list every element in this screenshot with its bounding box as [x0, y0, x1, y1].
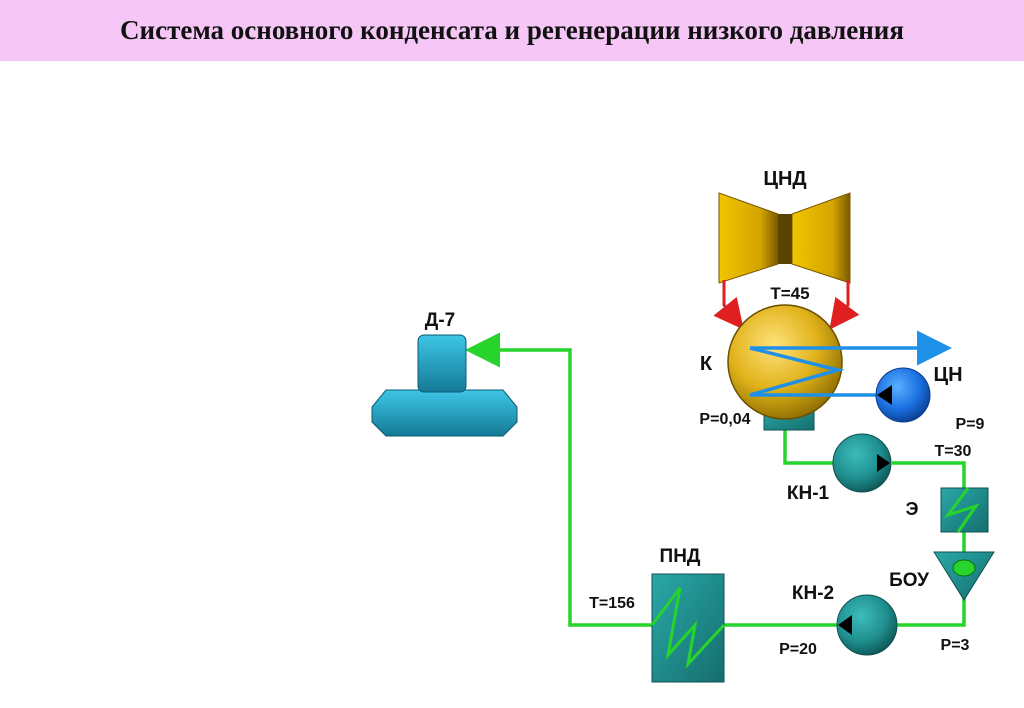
- cooling-water-coil: [749, 330, 952, 397]
- circulation-pump-label: ЦН: [933, 364, 962, 386]
- condensate-pump-1-label: КН-1: [787, 483, 830, 504]
- lp-heater-label: ПНД: [660, 546, 701, 567]
- condensate-pipeline: [465, 332, 966, 627]
- lp-cylinder-label: ЦНД: [763, 168, 806, 190]
- bou-pressure: Р=3: [941, 637, 970, 654]
- steam-lines: [713, 280, 860, 330]
- condenser-icon: [727, 304, 843, 431]
- bou-label: БОУ: [889, 570, 929, 591]
- condensate-pump-2-icon: [836, 594, 898, 656]
- ejector-inlet-temp: Т=30: [935, 443, 972, 460]
- condenser-label: К: [700, 353, 713, 375]
- title-bar: Система основного конденсата и регенерац…: [0, 0, 1024, 61]
- lp-heater-temp: Т=156: [589, 595, 635, 612]
- circulation-pump-icon: [875, 367, 931, 423]
- ejector-icon: [940, 487, 989, 533]
- condenser-temp: Т=45: [770, 284, 809, 303]
- deaerator-label: Д-7: [425, 310, 455, 331]
- condensate-pump-2-pressure: Р=20: [779, 641, 817, 658]
- condensate-pump-1-icon: [832, 433, 892, 493]
- page-title: Система основного конденсата и регенерац…: [120, 15, 904, 45]
- deaerator-icon: [371, 334, 518, 437]
- condensate-pump-2-label: КН-2: [792, 583, 834, 604]
- lp-heater-icon: [650, 573, 726, 683]
- turbine-icon: [718, 192, 851, 284]
- condenser-pressure: Р=0,04: [699, 411, 750, 428]
- circulation-pressure: Р=9: [956, 416, 985, 433]
- ejector-label: Э: [906, 499, 919, 519]
- bou-filter-icon: [933, 551, 995, 601]
